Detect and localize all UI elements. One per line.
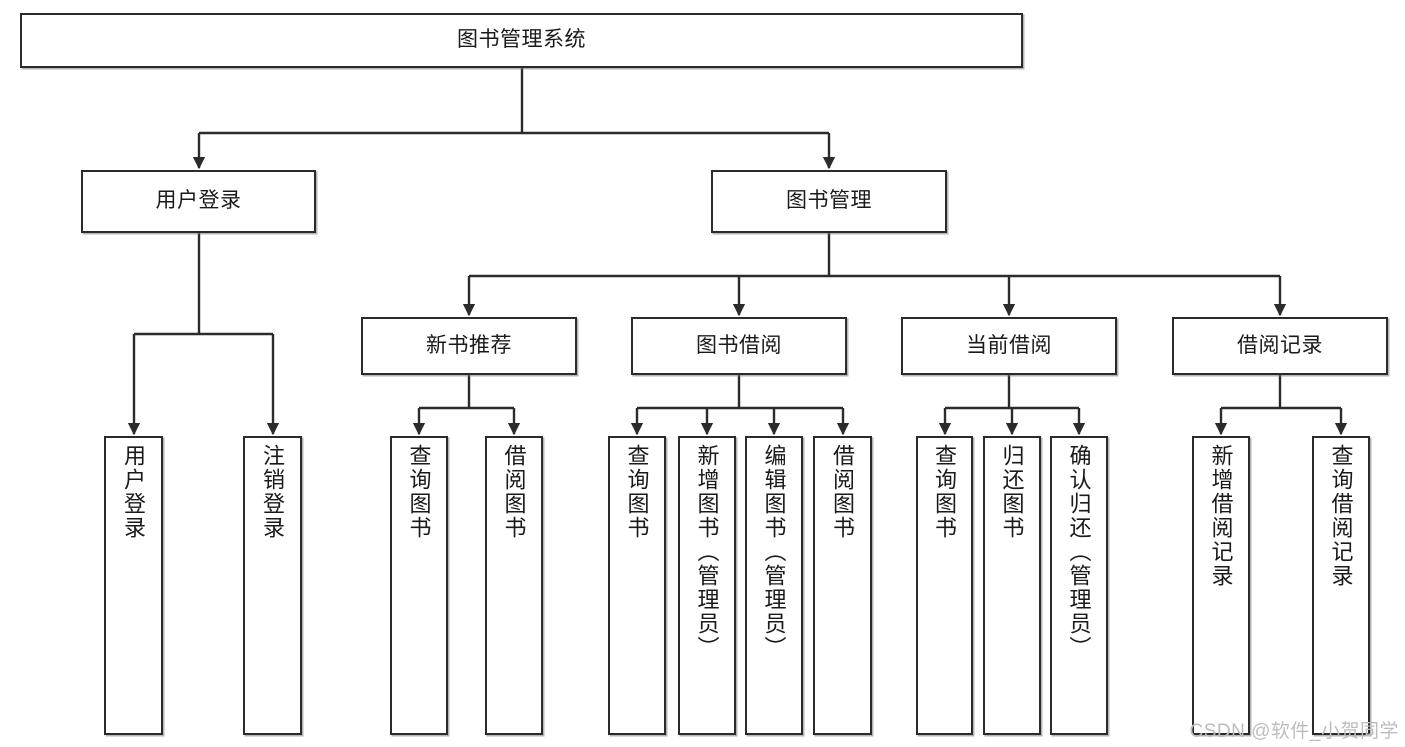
node-leaf-new-borrow-book-label: 借阅图书 [501, 444, 527, 540]
node-new-book-recommend[interactable]: 新书推荐 [361, 317, 577, 375]
node-book-borrow[interactable]: 图书借阅 [631, 317, 847, 375]
node-current-borrow-label: 当前借阅 [966, 333, 1052, 357]
node-leaf-record-query-label: 查询借阅记录 [1328, 444, 1354, 588]
node-leaf-current-confirm-return-label: 确认归还（管理员） [1066, 444, 1092, 660]
node-root-label: 图书管理系统 [457, 28, 586, 52]
node-leaf-user-logout[interactable]: 注销登录 [243, 436, 302, 735]
node-leaf-borrow-query-book-label: 查询图书 [624, 444, 650, 540]
node-user-login-module[interactable]: 用户登录 [81, 170, 316, 233]
node-leaf-current-return-book-label: 归还图书 [999, 444, 1025, 540]
node-leaf-current-return-book[interactable]: 归还图书 [983, 436, 1041, 735]
node-leaf-user-logout-label: 注销登录 [260, 444, 286, 540]
node-user-login-module-label: 用户登录 [155, 189, 242, 213]
node-leaf-new-query-book-label: 查询图书 [406, 444, 432, 540]
node-leaf-current-query-book[interactable]: 查询图书 [916, 436, 973, 735]
node-leaf-current-confirm-return[interactable]: 确认归还（管理员） [1050, 436, 1108, 735]
node-leaf-record-add[interactable]: 新增借阅记录 [1192, 436, 1250, 735]
node-leaf-record-query[interactable]: 查询借阅记录 [1312, 436, 1370, 735]
node-root[interactable]: 图书管理系统 [20, 13, 1023, 68]
node-leaf-new-borrow-book[interactable]: 借阅图书 [485, 436, 543, 735]
node-leaf-borrow-query-book[interactable]: 查询图书 [608, 436, 666, 735]
node-leaf-user-login-label: 用户登录 [121, 444, 147, 540]
watermark: CSDN @软件_小贺同学 [1189, 721, 1399, 742]
node-leaf-borrow-lend-book-label: 借阅图书 [830, 444, 856, 540]
node-current-borrow[interactable]: 当前借阅 [901, 317, 1117, 375]
node-leaf-user-login[interactable]: 用户登录 [104, 436, 163, 735]
node-leaf-current-query-book-label: 查询图书 [932, 444, 958, 540]
node-book-borrow-label: 图书借阅 [696, 333, 782, 357]
node-leaf-new-query-book[interactable]: 查询图书 [390, 436, 448, 735]
node-leaf-borrow-add-book[interactable]: 新增图书（管理员） [678, 436, 736, 735]
node-leaf-record-add-label: 新增借阅记录 [1208, 444, 1234, 588]
node-leaf-borrow-edit-book[interactable]: 编辑图书（管理员） [745, 436, 803, 735]
node-book-management-module[interactable]: 图书管理 [711, 170, 947, 233]
node-borrow-record-label: 借阅记录 [1237, 333, 1323, 357]
node-book-management-module-label: 图书管理 [786, 189, 872, 213]
node-leaf-borrow-add-book-label: 新增图书（管理员） [694, 444, 720, 660]
node-leaf-borrow-edit-book-label: 编辑图书（管理员） [761, 444, 787, 660]
node-leaf-borrow-lend-book[interactable]: 借阅图书 [813, 436, 872, 735]
node-borrow-record[interactable]: 借阅记录 [1172, 317, 1388, 375]
node-new-book-recommend-label: 新书推荐 [426, 333, 512, 357]
